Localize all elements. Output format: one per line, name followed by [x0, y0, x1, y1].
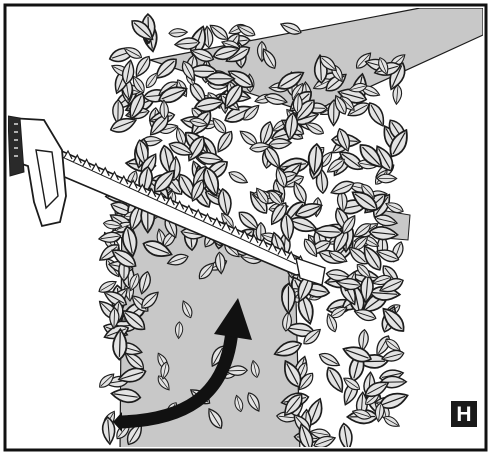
curved-arrow-icon — [113, 298, 252, 432]
hedge-trimmer-icon — [8, 115, 326, 286]
panel-letter-badge: H — [451, 401, 477, 427]
